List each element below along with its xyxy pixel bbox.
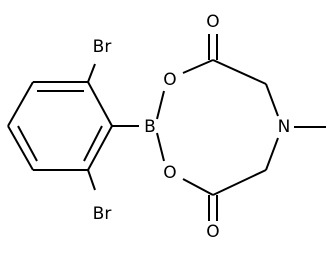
bond-ring-inner-left xyxy=(17,125,38,162)
benzene-ring xyxy=(7,81,113,171)
atom-o-ring-bottom: O xyxy=(163,163,176,183)
bond-ch2-n-bottom xyxy=(265,137,279,171)
bond-c-br-bottom xyxy=(87,169,96,191)
bond-c-br-top xyxy=(87,63,96,83)
mida-ring xyxy=(156,59,279,196)
atom-o-carbonyl-top: O xyxy=(206,12,219,32)
bond-b-o-top xyxy=(156,90,165,120)
bond-ring-c2-c3 xyxy=(87,125,113,171)
atom-br-top: Br xyxy=(93,37,112,57)
bond-ring-c4-c5 xyxy=(7,125,34,171)
bond-ring-c1-c2 xyxy=(87,81,113,127)
bond-carbonyl-ch2-top xyxy=(212,59,267,85)
bond-o-c-top xyxy=(182,59,214,74)
atom-o-carbonyl-bottom: O xyxy=(206,222,219,242)
atom-boron: B xyxy=(144,117,156,137)
bond-carbonyl-ch2-bottom xyxy=(212,169,267,196)
bond-o-c-bottom xyxy=(182,178,214,196)
atom-br-bottom: Br xyxy=(93,204,112,224)
bond-ring-inner-right xyxy=(83,125,103,162)
bond-b-o-bottom xyxy=(156,132,165,162)
bond-ch2-n-top xyxy=(265,83,279,117)
bond-ring-c5-c6 xyxy=(7,81,34,127)
atom-nitrogen: N xyxy=(278,117,291,137)
atom-o-ring-top: O xyxy=(163,70,176,90)
